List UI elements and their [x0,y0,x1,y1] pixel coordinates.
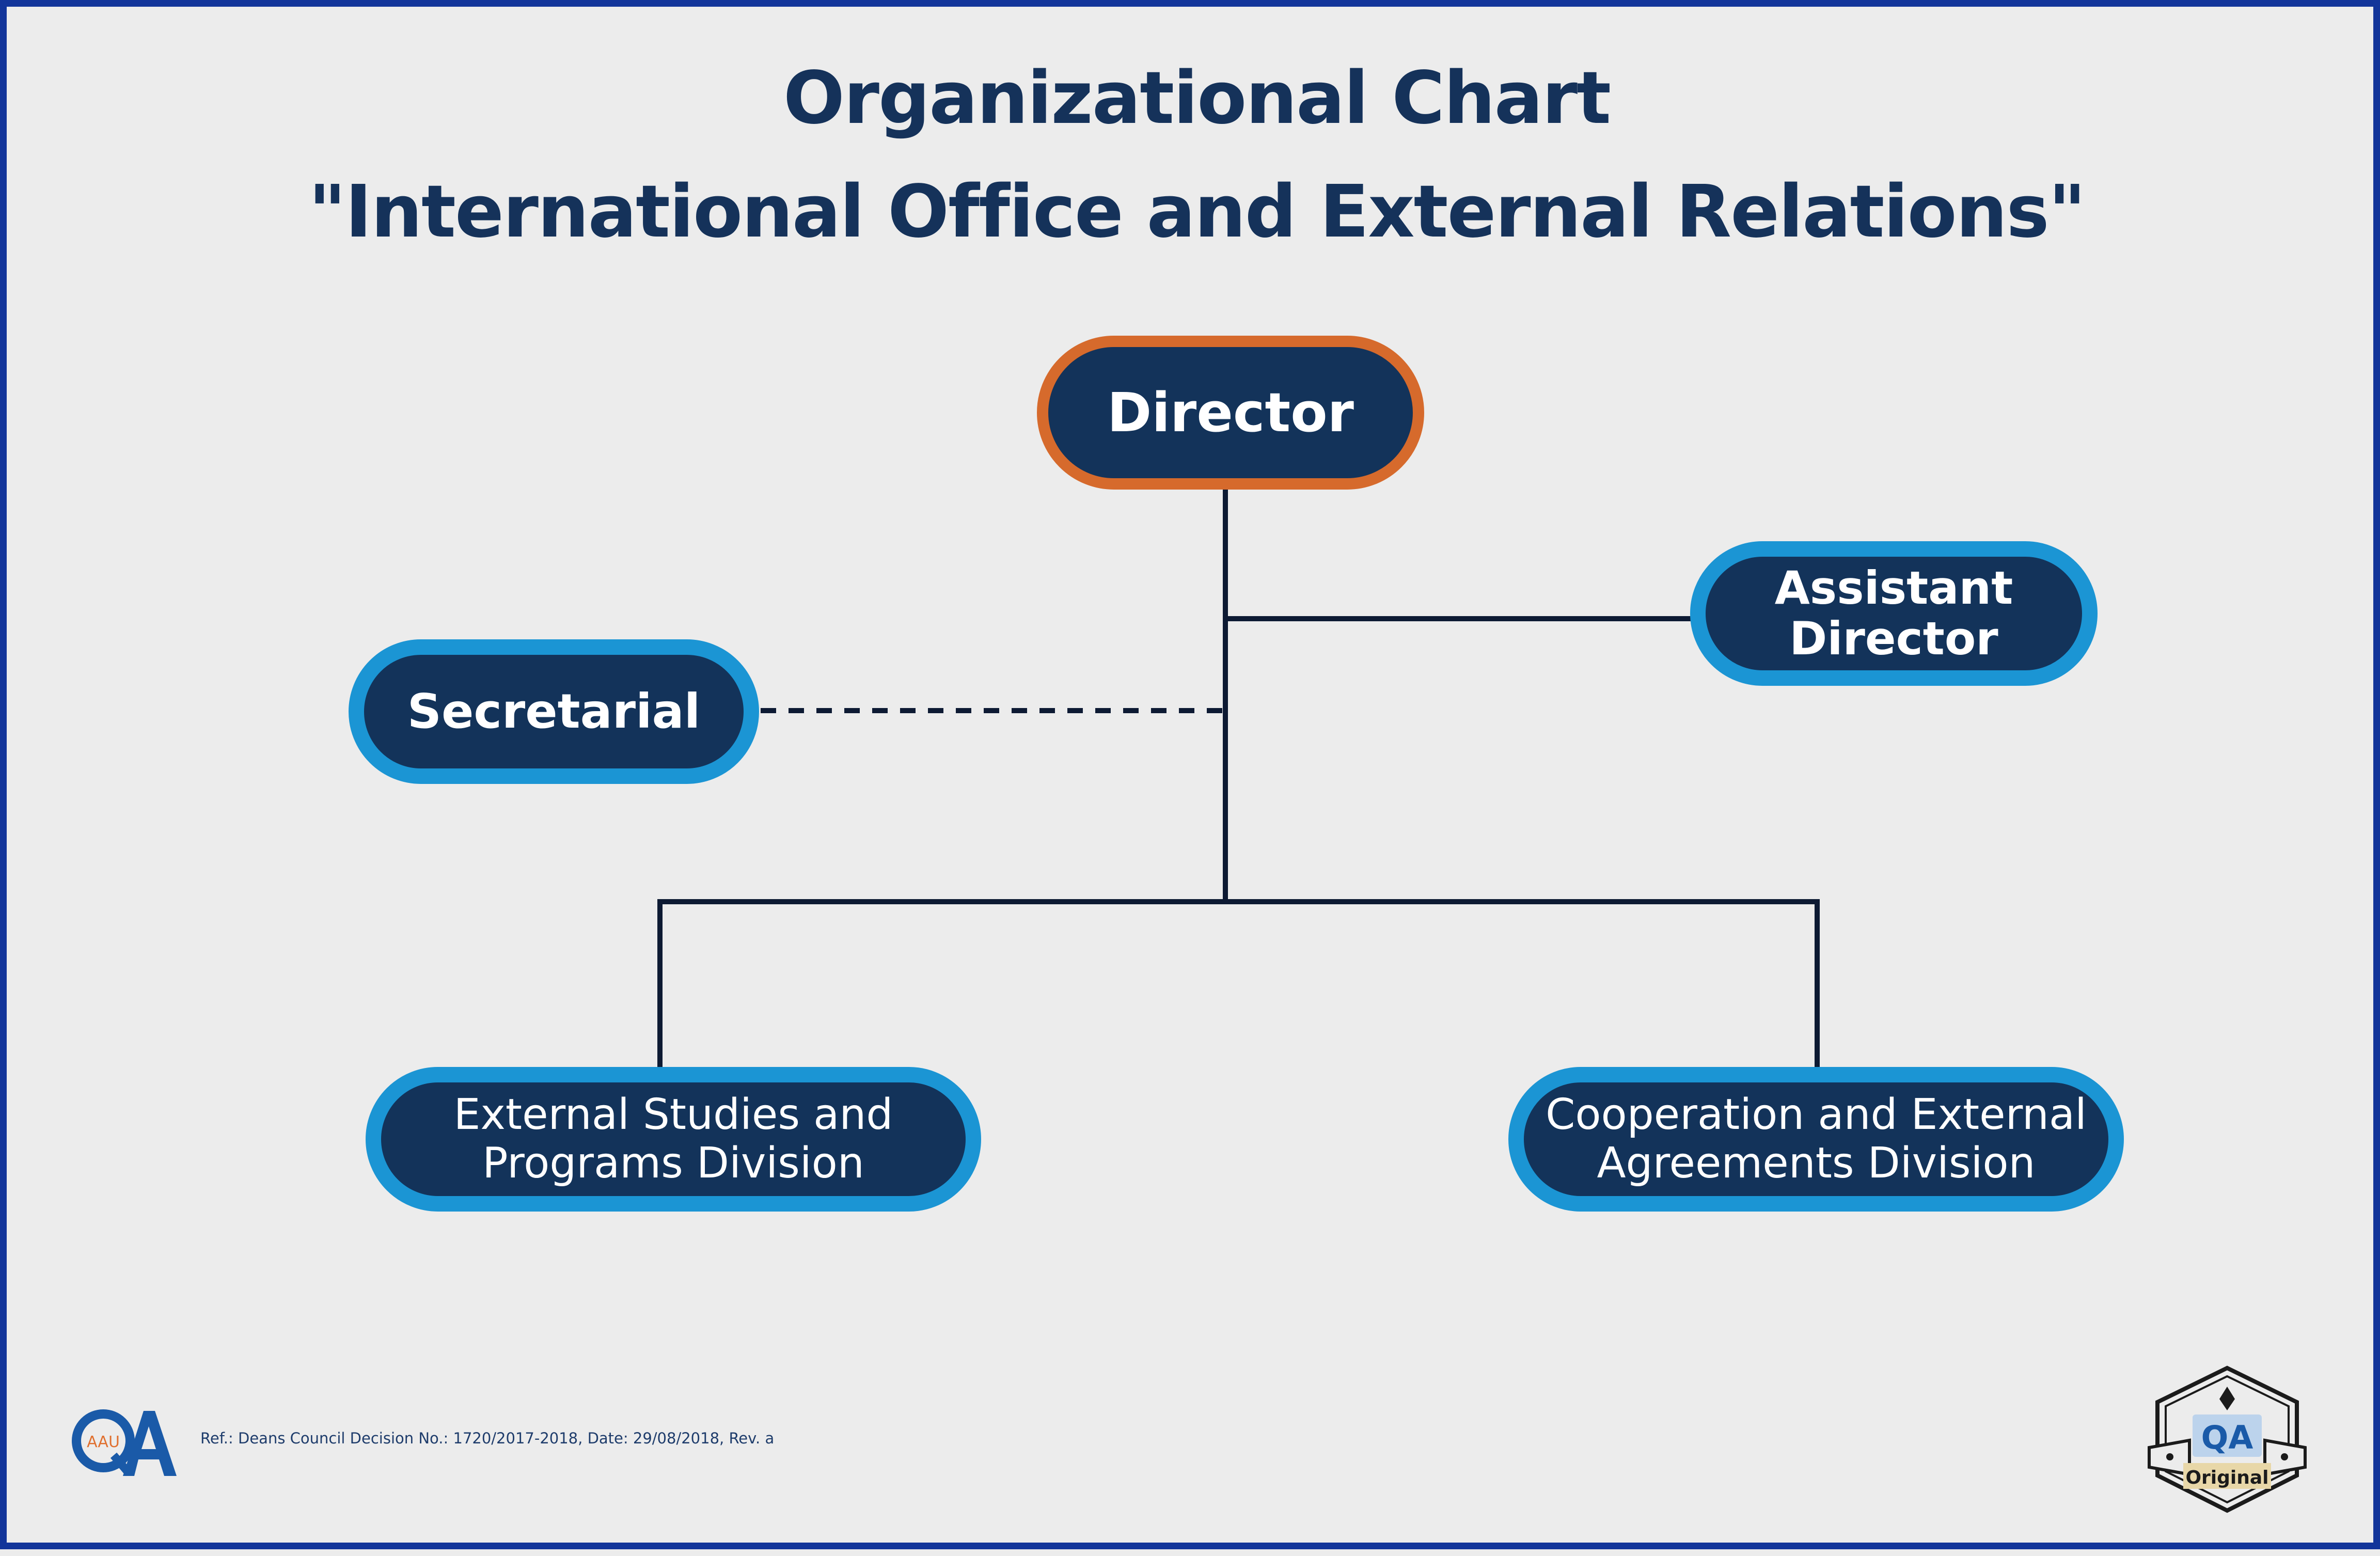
assistant-director-node: Assistant Director [1690,541,2098,686]
assistant-director-label: Assistant Director [1774,561,2013,665]
chart-title: Organizational Chart [783,56,1611,140]
cooperation-division-node: Cooperation and External Agreements Divi… [1508,1067,2124,1212]
connector-lines [657,487,1820,1070]
director-label: Director [1107,381,1354,444]
qa-original-badge: QA Original [2148,1365,2307,1513]
chart-subtitle: "International Office and External Relat… [308,170,2086,254]
badge-qa-text: QA [2201,1419,2253,1456]
logo-aau-text: AAU [87,1433,120,1451]
badge-original-text: Original [2185,1467,2268,1488]
reference-note: Ref.: Deans Council Decision No.: 1720/2… [200,1429,775,1447]
cooperation-label: Cooperation and External Agreements Divi… [1546,1090,2087,1188]
badge-diamond-icon [2219,1387,2235,1410]
external-studies-division-node: External Studies and Programs Division [366,1067,981,1212]
secretarial-node: Secretarial [349,639,759,784]
external-studies-label: External Studies and Programs Division [453,1090,893,1188]
aau-qa-logo: AAU [72,1409,177,1476]
director-node: Director [1037,336,1424,490]
secretarial-label: Secretarial [407,684,701,739]
